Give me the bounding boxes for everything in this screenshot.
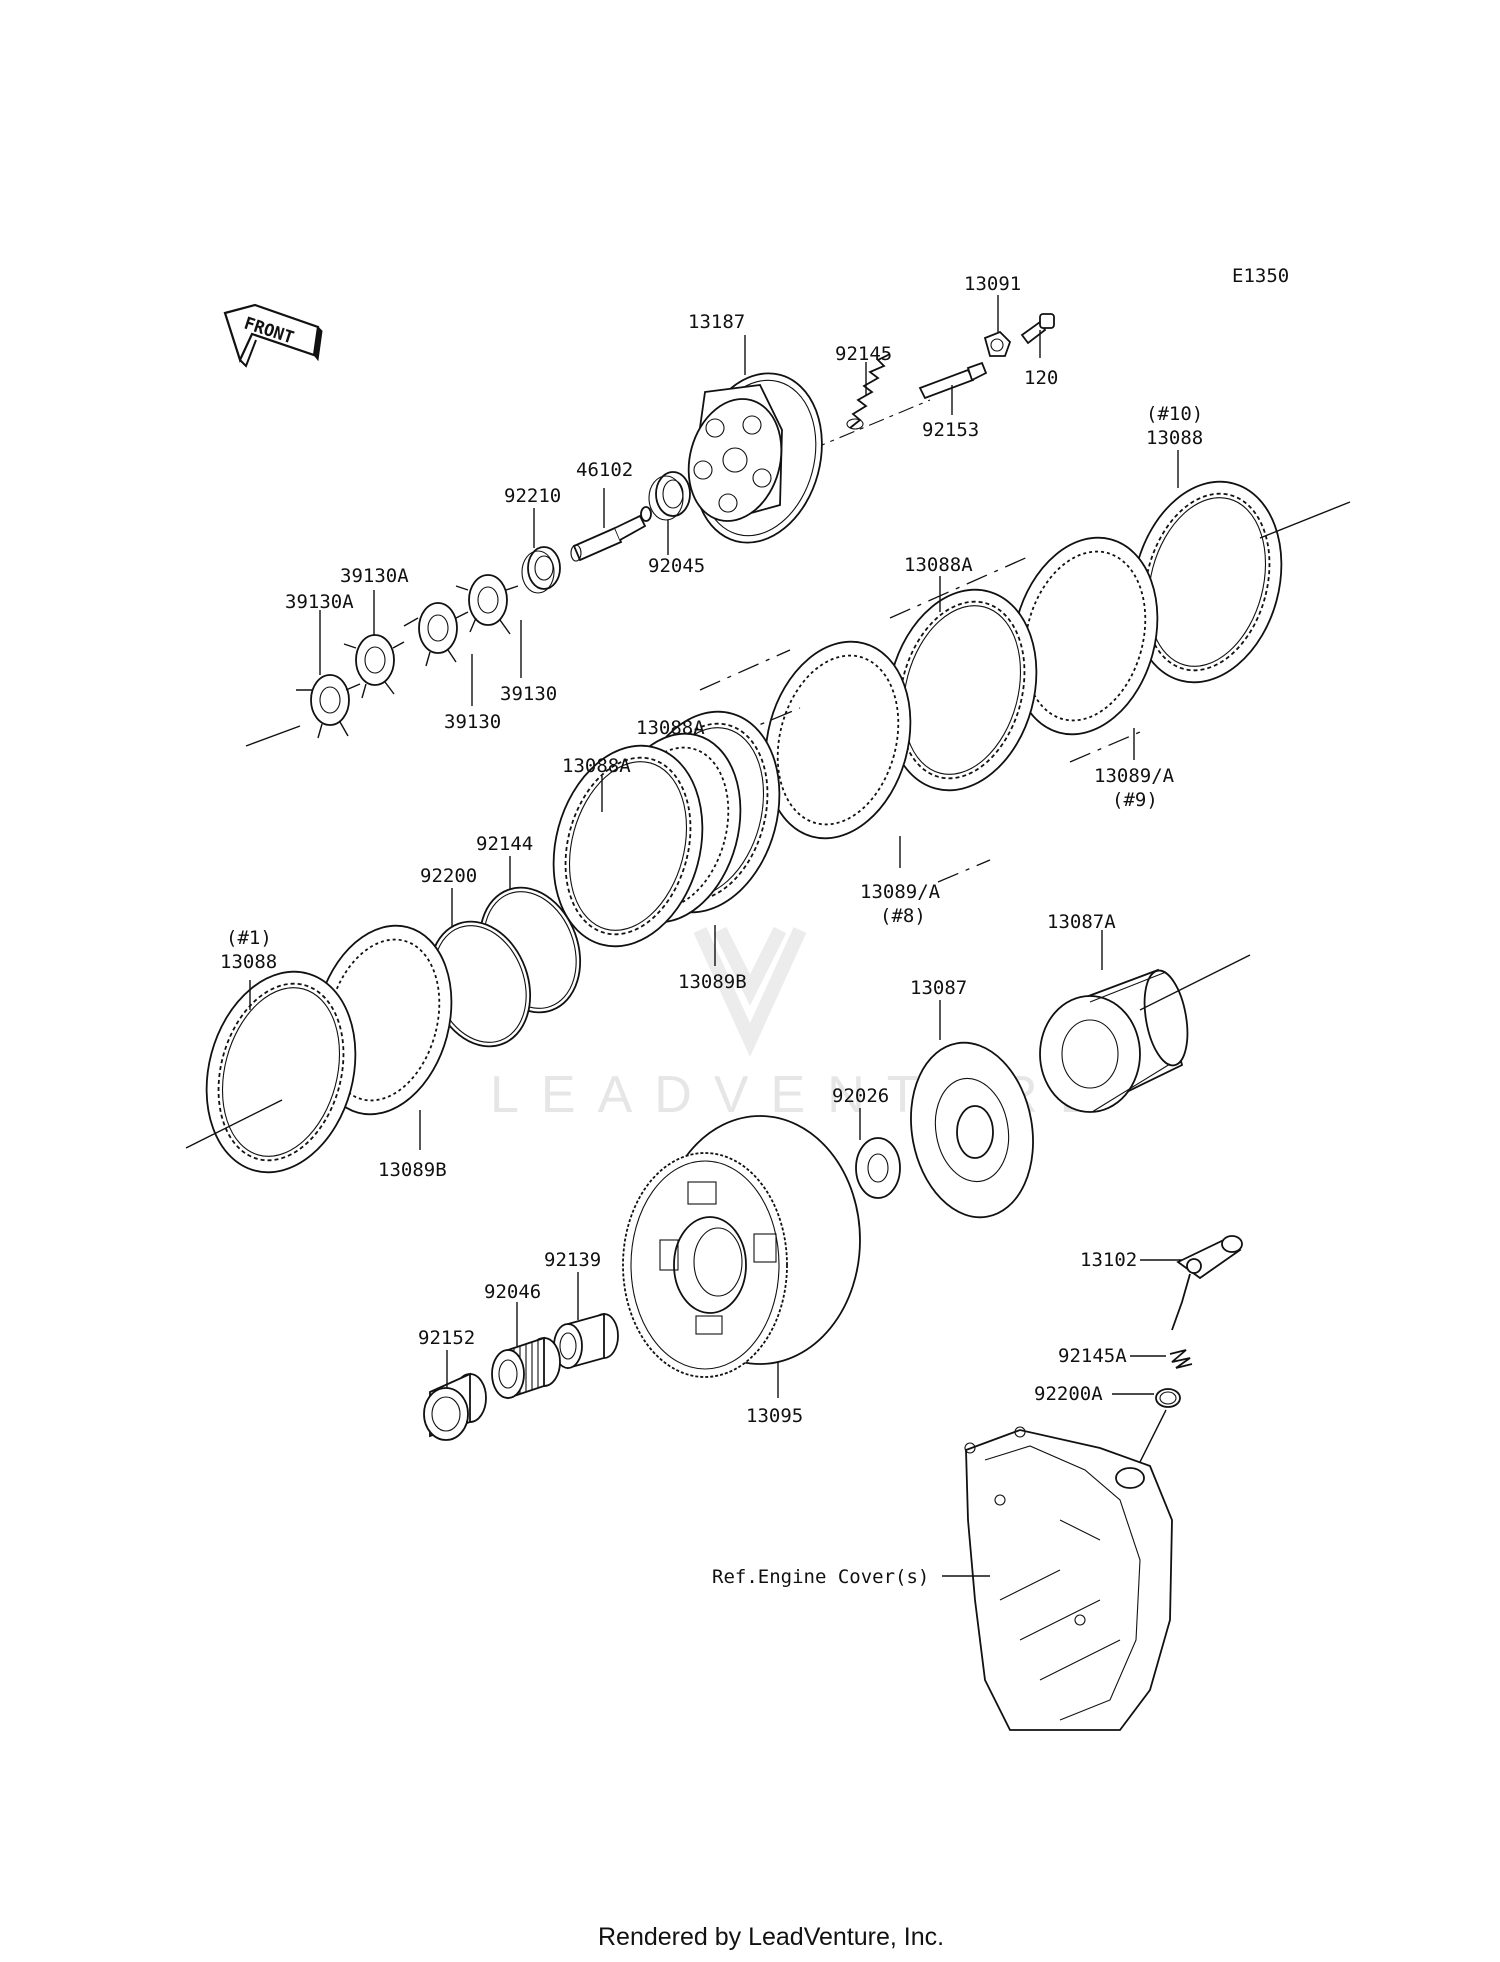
part-label-92046: 92046	[484, 1281, 541, 1303]
part-label-13102: 13102	[1080, 1249, 1137, 1271]
cap-nut-13091	[983, 330, 1012, 357]
clutch-hub-13087A	[1039, 968, 1189, 1113]
part-label-13089A-8-note: (#8)	[880, 905, 926, 927]
friction-plate-13088A-left	[552, 744, 704, 948]
part-label-92045: 92045	[648, 555, 705, 577]
collar-92139	[553, 1312, 619, 1370]
friction-plate-13088-10	[1131, 480, 1283, 684]
part-label-13089A-8: 13089/A	[860, 881, 941, 903]
part-label-13087: 13087	[910, 977, 967, 999]
watermark-logo	[693, 926, 807, 1057]
part-label-39130A-lower: 39130A	[285, 591, 354, 613]
part-label-13088-10: 13088	[1146, 427, 1203, 449]
part-label-92026: 92026	[832, 1085, 889, 1107]
reference-label-engine-cover: Ref.Engine Cover(s)	[712, 1566, 929, 1588]
footer-credit: Rendered by LeadVenture, Inc.	[598, 1923, 944, 1951]
lock-washer-39130-a	[455, 574, 519, 635]
steel-plate-13089A-8	[764, 640, 912, 840]
clutch-boss-13087	[910, 1041, 1034, 1219]
clutch-housing-13095	[622, 1115, 861, 1378]
needle-bearing-92046	[491, 1336, 561, 1400]
push-rod-46102	[570, 506, 652, 562]
part-label-13091: 13091	[964, 273, 1021, 295]
part-label-92145: 92145	[835, 343, 892, 365]
pressure-plate-13187	[687, 372, 823, 544]
part-label-13095: 13095	[746, 1405, 803, 1427]
part-label-13088-1: 13088	[220, 951, 277, 973]
part-label-13089A-9-note: (#9)	[1112, 789, 1158, 811]
spring-92145	[846, 353, 891, 430]
sleeve-92152	[423, 1372, 487, 1441]
friction-plate-13088-1	[205, 970, 357, 1174]
part-label-13089B-lower: 13089B	[378, 1159, 447, 1181]
part-label-13088A-left: 13088A	[562, 755, 631, 777]
part-label-92144: 92144	[476, 833, 533, 855]
lock-washer-39130A-b	[296, 674, 361, 739]
part-label-92210: 92210	[504, 485, 561, 507]
washer-92026	[855, 1137, 901, 1199]
part-label-92200: 92200	[420, 865, 477, 887]
pin-92153	[918, 361, 988, 400]
engine-cover-reference	[964, 1426, 1173, 1731]
washer-92210	[521, 546, 561, 594]
part-label-13089B-upper: 13089B	[678, 971, 747, 993]
part-label-92200A: 92200A	[1034, 1383, 1103, 1405]
part-label-13087A: 13087A	[1047, 911, 1116, 933]
o-ring-92200A	[1155, 1388, 1181, 1408]
part-label-13088A-right: 13088A	[904, 554, 973, 576]
part-label-13088-10-note: (#10)	[1146, 403, 1203, 425]
part-label-92145A: 92145A	[1058, 1345, 1127, 1367]
lock-washer-39130A-a	[343, 634, 405, 699]
part-label-92153: 92153	[922, 419, 979, 441]
lock-washer-39130-b	[403, 602, 469, 667]
part-label-13088-1-note: (#1)	[226, 927, 272, 949]
part-label-39130-right: 39130	[500, 683, 557, 705]
spring-92145A	[1169, 1349, 1193, 1369]
friction-plate-13088A-right	[886, 588, 1038, 792]
part-label-120: 120	[1024, 367, 1058, 389]
lever-13102	[1171, 1235, 1243, 1331]
part-label-92139: 92139	[544, 1249, 601, 1271]
front-arrow-icon: FRONT	[223, 303, 323, 368]
part-label-39130A-upper: 39130A	[340, 565, 409, 587]
part-label-46102: 46102	[576, 459, 633, 481]
part-label-92152: 92152	[418, 1327, 475, 1349]
bearing-92045	[648, 471, 691, 521]
part-label-13187: 13187	[688, 311, 745, 333]
diagram-code: E1350	[1232, 265, 1289, 287]
part-label-13089A-9: 13089/A	[1094, 765, 1175, 787]
part-label-39130-left: 39130	[444, 711, 501, 733]
bolt-120	[1020, 313, 1055, 345]
